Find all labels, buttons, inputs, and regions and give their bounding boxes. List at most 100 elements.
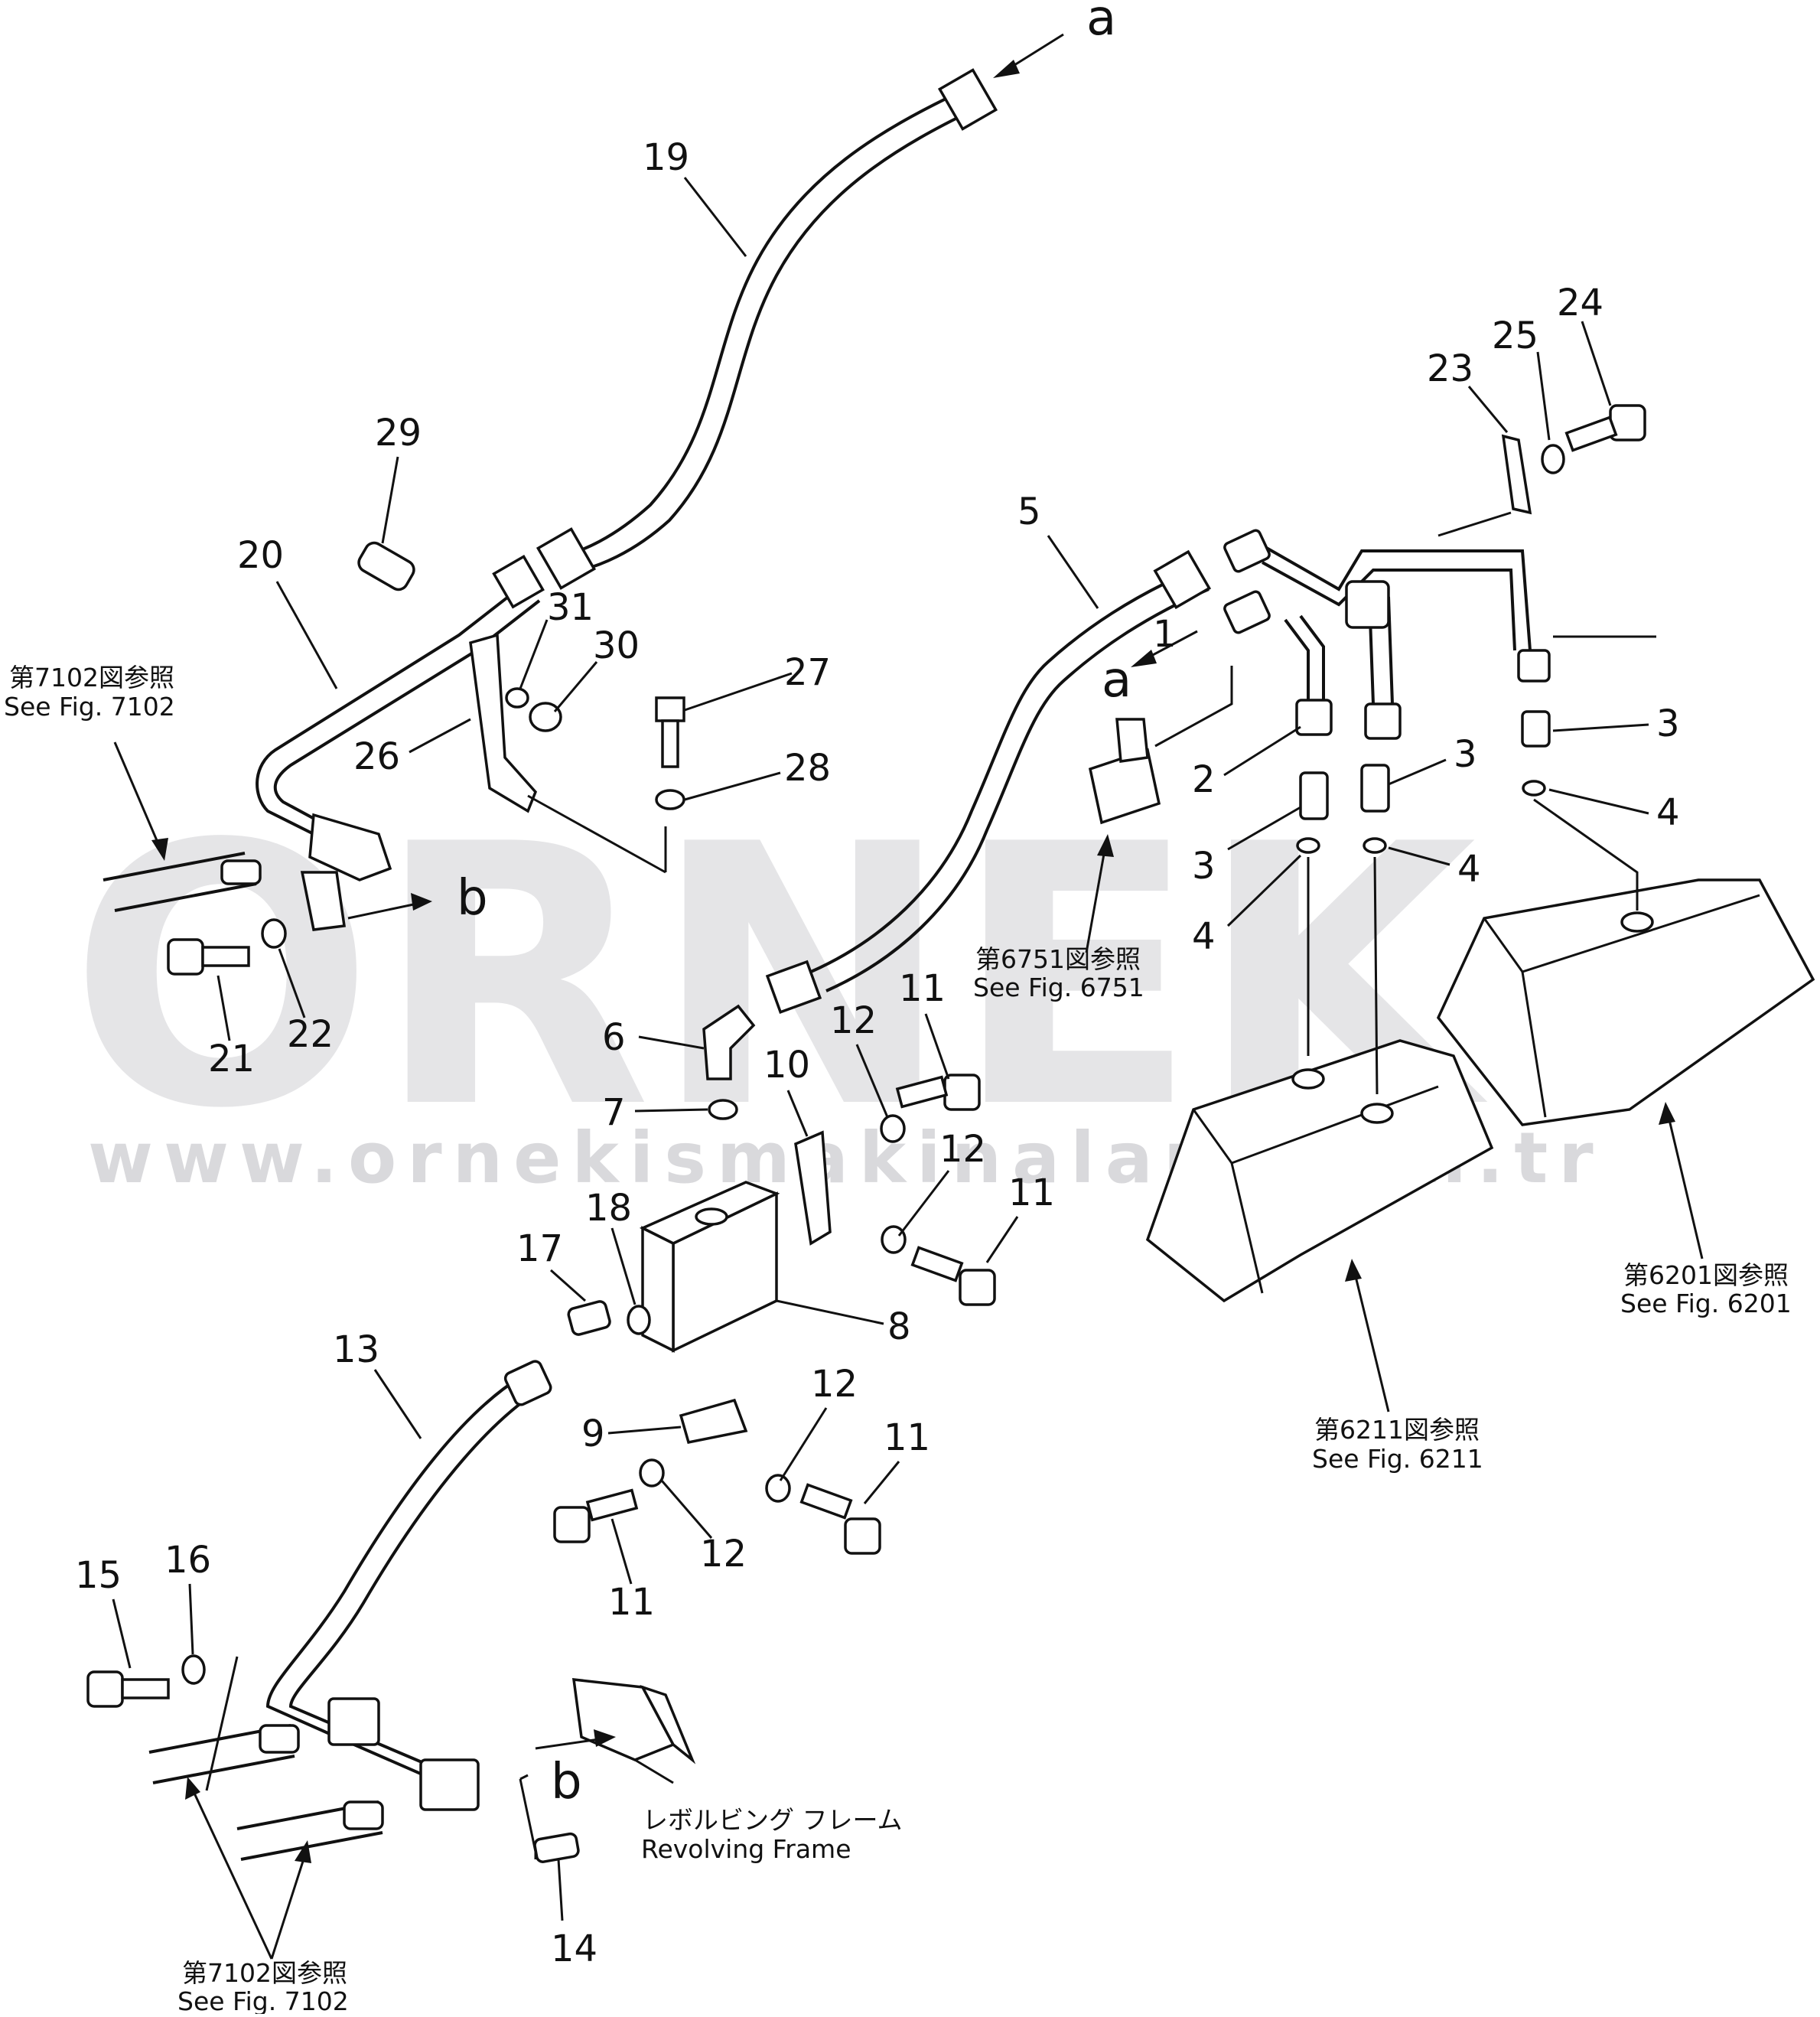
part-label-9: 9: [581, 1413, 605, 1455]
letter-b-top: b: [457, 870, 488, 927]
ref-6751-jp: 第6751図参照: [975, 944, 1141, 974]
part-label-4-left: 4: [1192, 915, 1216, 958]
o-ring-18: [627, 1305, 651, 1335]
washer-12-a: [880, 1114, 906, 1143]
part-label-29: 29: [375, 412, 422, 455]
part-label-26: 26: [353, 735, 400, 778]
tube-1: [1223, 529, 1551, 740]
part-label-3-middle: 3: [1454, 733, 1477, 776]
part-label-4-right: 4: [1656, 791, 1680, 834]
part-label-18: 18: [585, 1187, 632, 1230]
elbow-6: [702, 1004, 756, 1080]
letter-a-right: a: [1102, 652, 1131, 709]
part-label-4-middle: 4: [1457, 848, 1481, 891]
part-label-28: 28: [784, 747, 831, 790]
letter-a-top: a: [1086, 0, 1116, 47]
part-label-11-b: 11: [1008, 1171, 1055, 1214]
ref-6211-en: See Fig. 6211: [1312, 1444, 1483, 1474]
part-label-3-right: 3: [1656, 702, 1680, 745]
fitting-left-bottom: [148, 1724, 384, 1861]
revolving-frame-en: Revolving Frame: [641, 1834, 851, 1864]
washer-12-d: [765, 1474, 791, 1503]
plug-14: [533, 1832, 580, 1863]
leader-26-28: [527, 794, 667, 874]
block-8: [639, 1181, 780, 1353]
part-label-19: 19: [643, 136, 689, 179]
part-label-25: 25: [1492, 314, 1538, 357]
hose-5: [765, 549, 1212, 1014]
revolving-frame-jp: レボルビング フレーム: [643, 1805, 903, 1835]
part-label-6: 6: [602, 1016, 626, 1059]
part-label-31: 31: [547, 586, 594, 629]
o-ring-4-c: [1363, 837, 1387, 854]
ref-7102-top-jp: 第7102図参照: [9, 663, 174, 692]
washer-25: [1541, 444, 1565, 474]
part-label-11-d: 11: [608, 1581, 655, 1624]
part-29: [357, 541, 415, 591]
ref-6201-en: See Fig. 6201: [1620, 1289, 1792, 1318]
part-label-12-d: 12: [700, 1533, 747, 1575]
washer-28: [655, 789, 685, 810]
bolt-11-b: [910, 1246, 996, 1306]
ref-6751-en: See Fig. 6751: [973, 973, 1144, 1002]
part-label-12-c: 12: [811, 1363, 858, 1406]
leaders: [112, 177, 1656, 1921]
bolt-11-c: [553, 1488, 639, 1543]
bracket-10: [794, 1130, 832, 1246]
part-label-15: 15: [75, 1554, 122, 1597]
ref-6201-jp: 第6201図参照: [1623, 1260, 1789, 1290]
bolt-27: [655, 696, 685, 768]
bolt-11-d: [799, 1483, 881, 1555]
plate-23: [1501, 434, 1532, 515]
part-label-14: 14: [551, 1927, 597, 1970]
fitting-3-a: [1521, 710, 1551, 748]
part-label-11-c: 11: [884, 1416, 930, 1459]
ref-7102-bottom-jp: 第7102図参照: [182, 1958, 347, 1988]
tube-13: [265, 1360, 552, 1811]
o-ring-7: [708, 1099, 738, 1120]
ref-7102-top-en: See Fig. 7102: [4, 692, 175, 722]
part-label-16: 16: [164, 1539, 211, 1582]
part-label-3-left: 3: [1192, 845, 1216, 888]
nut-30: [529, 702, 562, 732]
tube-2: [1284, 614, 1333, 736]
part-label-24: 24: [1557, 282, 1603, 324]
part-labels: 1 2 3 3 3 4 4 4 5 6 7 8 9 10 11 11 11 11…: [75, 136, 1680, 1970]
part-label-7: 7: [602, 1091, 626, 1134]
bracket-26: [469, 633, 538, 813]
washer-22: [261, 918, 287, 949]
part-label-21: 21: [208, 1038, 255, 1080]
callout-letters: a a b b: [457, 0, 1131, 1810]
part-label-10: 10: [763, 1044, 810, 1087]
washer-16: [181, 1654, 206, 1685]
control-valve-6201: [1436, 878, 1815, 1126]
letter-b-bottom: b: [551, 1754, 582, 1810]
arrows: [113, 33, 1704, 1960]
o-ring-4-a: [1522, 780, 1546, 797]
fitting-17: [567, 1300, 611, 1336]
part-label-2: 2: [1192, 758, 1216, 801]
part-label-12-a: 12: [830, 999, 877, 1042]
control-valve-6211: [1145, 1039, 1494, 1303]
part-label-11-a: 11: [899, 967, 946, 1010]
part-label-17: 17: [516, 1227, 563, 1270]
bolt-15: [86, 1670, 170, 1708]
washer-12-b: [881, 1225, 907, 1254]
part-label-20: 20: [237, 534, 284, 577]
part-label-12-b: 12: [939, 1128, 986, 1171]
reference-labels: 第7102図参照 See Fig. 7102 第6751図参照 See Fig.…: [4, 663, 1792, 2016]
bolt-11-a: [895, 1074, 981, 1111]
valve-6751: [1088, 718, 1161, 825]
part-label-27: 27: [784, 651, 831, 694]
ref-6211-jp: 第6211図参照: [1314, 1415, 1480, 1445]
part-label-30: 30: [593, 624, 640, 667]
fitting-3-b: [1299, 771, 1329, 820]
hose-19: [536, 68, 998, 590]
o-ring-4-b: [1296, 837, 1320, 854]
tube-20: [256, 554, 545, 931]
part-label-8: 8: [887, 1305, 911, 1348]
revolving-frame-part: [571, 1678, 696, 1764]
part-label-23: 23: [1427, 347, 1473, 390]
